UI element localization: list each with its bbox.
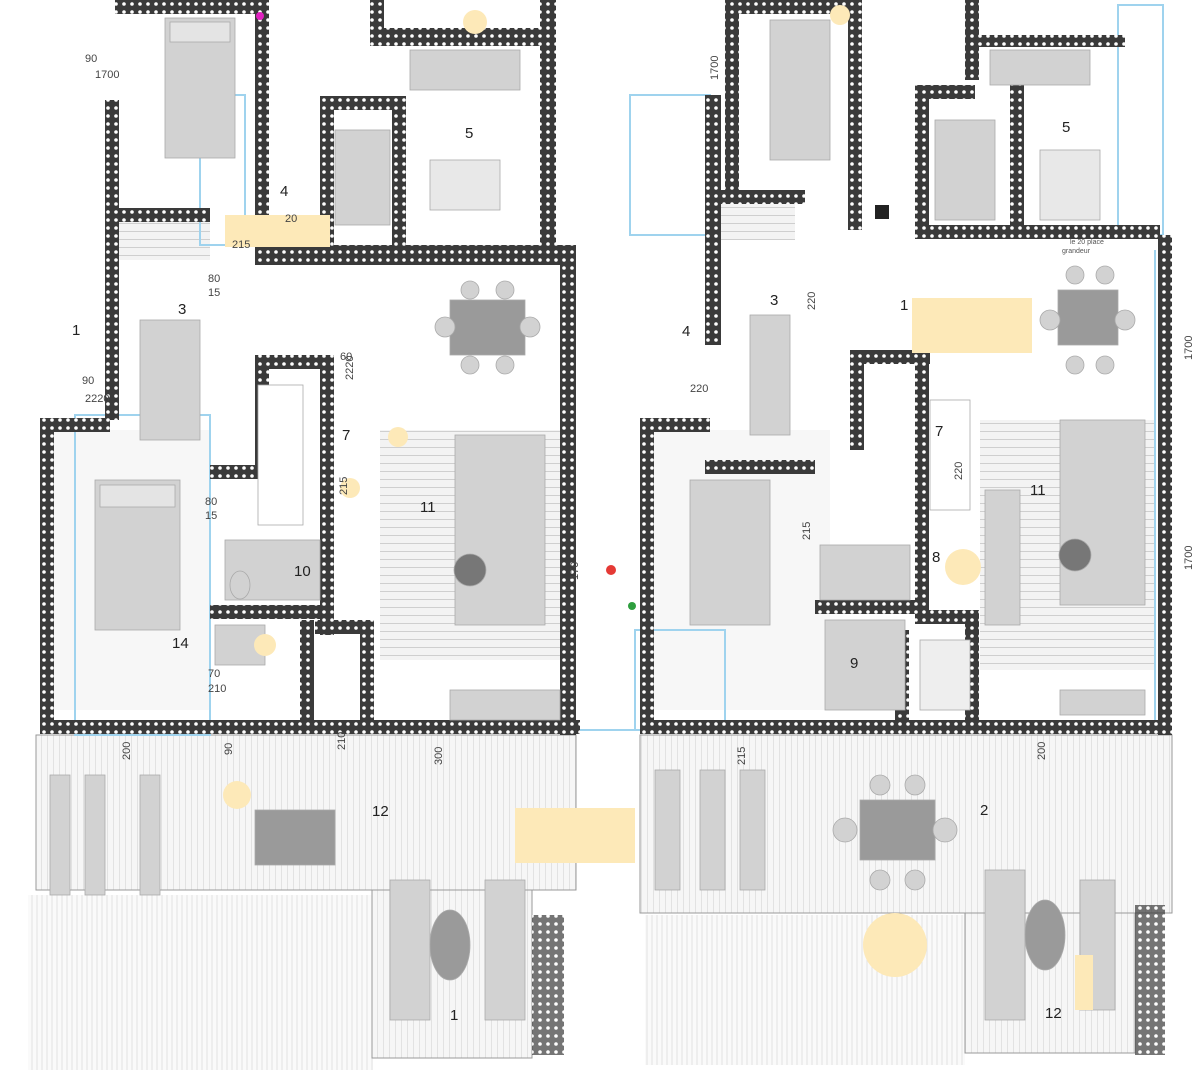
room-number: 9 — [850, 655, 858, 672]
dims-left: 90 1700 1 2220 90 2220 20 80 15 215 80 1… — [72, 53, 581, 765]
dim-label: 200 — [121, 742, 133, 760]
dim-label: 215 — [338, 477, 350, 495]
dim-label: 210 — [208, 683, 226, 695]
dim-label: 170 — [569, 562, 581, 580]
table-icon — [832, 774, 958, 891]
room-number: 7 — [935, 423, 943, 440]
room-number: 12 — [372, 803, 389, 820]
dim-label: 1700 — [1183, 336, 1195, 360]
room-number: 7 — [342, 427, 350, 444]
dim-label: 210 — [336, 732, 348, 750]
dim-label: 215 — [736, 747, 748, 765]
bathtub-icon — [257, 384, 304, 526]
rooms-left: 4 5 3 7 10 11 14 12 1 — [172, 125, 473, 1024]
dim-label: 70 — [208, 668, 220, 680]
bed-icon — [769, 19, 831, 161]
bed-icon — [164, 17, 236, 159]
table-icon — [1024, 899, 1066, 971]
room-number: 14 — [172, 635, 189, 652]
dim-label: 20 — [285, 213, 297, 225]
dim-label: 220 — [806, 292, 818, 310]
dim-label: 15 — [208, 287, 220, 299]
bathtub-icon — [929, 399, 971, 511]
room-number: 4 — [280, 183, 288, 200]
dim-label: 80 — [205, 496, 217, 508]
room-number: 3 — [770, 292, 778, 309]
plant-icon — [453, 553, 487, 587]
dims-right: 1700 1700 1700 220 220 215 220 215 200 — [690, 56, 1195, 765]
furniture-left — [49, 17, 561, 1021]
toilet-icon — [229, 570, 251, 600]
room-number: 4 — [682, 323, 690, 340]
room-number: 2 — [980, 802, 988, 819]
table-icon — [254, 809, 336, 866]
dim-label: 215 — [801, 522, 813, 540]
table-icon — [1039, 265, 1136, 375]
bed-icon — [749, 314, 791, 436]
dim-label: 300 — [433, 747, 445, 765]
dim-label: 1700 — [95, 69, 119, 81]
dim-label: 2220 — [344, 356, 356, 380]
dim-label: 15 — [205, 510, 217, 522]
plan-note: le 20 place — [1070, 239, 1104, 246]
sofa-icon — [1059, 419, 1146, 606]
dim-label: 60 — [340, 351, 352, 363]
dim-label: 2220 — [85, 393, 109, 405]
room-number: 5 — [465, 125, 473, 142]
bed-icon — [94, 479, 181, 631]
room-number: 8 — [932, 549, 940, 566]
yellow-markers — [223, 5, 1093, 1010]
dim-label: 215 — [232, 239, 250, 251]
room-number: 11 — [420, 499, 436, 516]
room-number: 12 — [1045, 1005, 1062, 1022]
dim-label: 90 — [82, 375, 94, 387]
dim-label: 1 — [72, 322, 80, 339]
stair-icon — [919, 639, 971, 711]
room-number: 3 — [178, 301, 186, 318]
room-number: 5 — [1062, 119, 1070, 136]
dim-label: 90 — [223, 743, 235, 755]
room-number: 1 — [900, 297, 908, 314]
bed-icon — [689, 479, 771, 626]
dim-label: 1700 — [709, 56, 721, 80]
dim-label: 220 — [690, 383, 708, 395]
table-icon — [434, 280, 541, 375]
sofa-icon — [454, 434, 546, 626]
rooms-right: 4 5 3 7 8 11 2 12 9 1 — [682, 119, 1070, 1022]
bed-icon — [139, 319, 201, 441]
plan-note: grandeur — [1062, 248, 1091, 255]
furniture-right — [654, 19, 1146, 1021]
dim-label: 80 — [208, 273, 220, 285]
dim-label: 90 — [85, 53, 97, 65]
walls-right — [640, 0, 1172, 735]
dim-label: 220 — [953, 462, 965, 480]
color-markers — [256, 12, 889, 610]
terrace-left — [28, 734, 577, 1070]
plant-icon — [1058, 538, 1092, 572]
table-icon — [429, 909, 471, 981]
dim-label: 1700 — [1183, 546, 1195, 570]
dim-label: 200 — [1036, 742, 1048, 760]
room-number: 10 — [294, 563, 311, 580]
room-number: 11 — [1030, 482, 1046, 499]
room-number: 1 — [450, 1007, 458, 1024]
